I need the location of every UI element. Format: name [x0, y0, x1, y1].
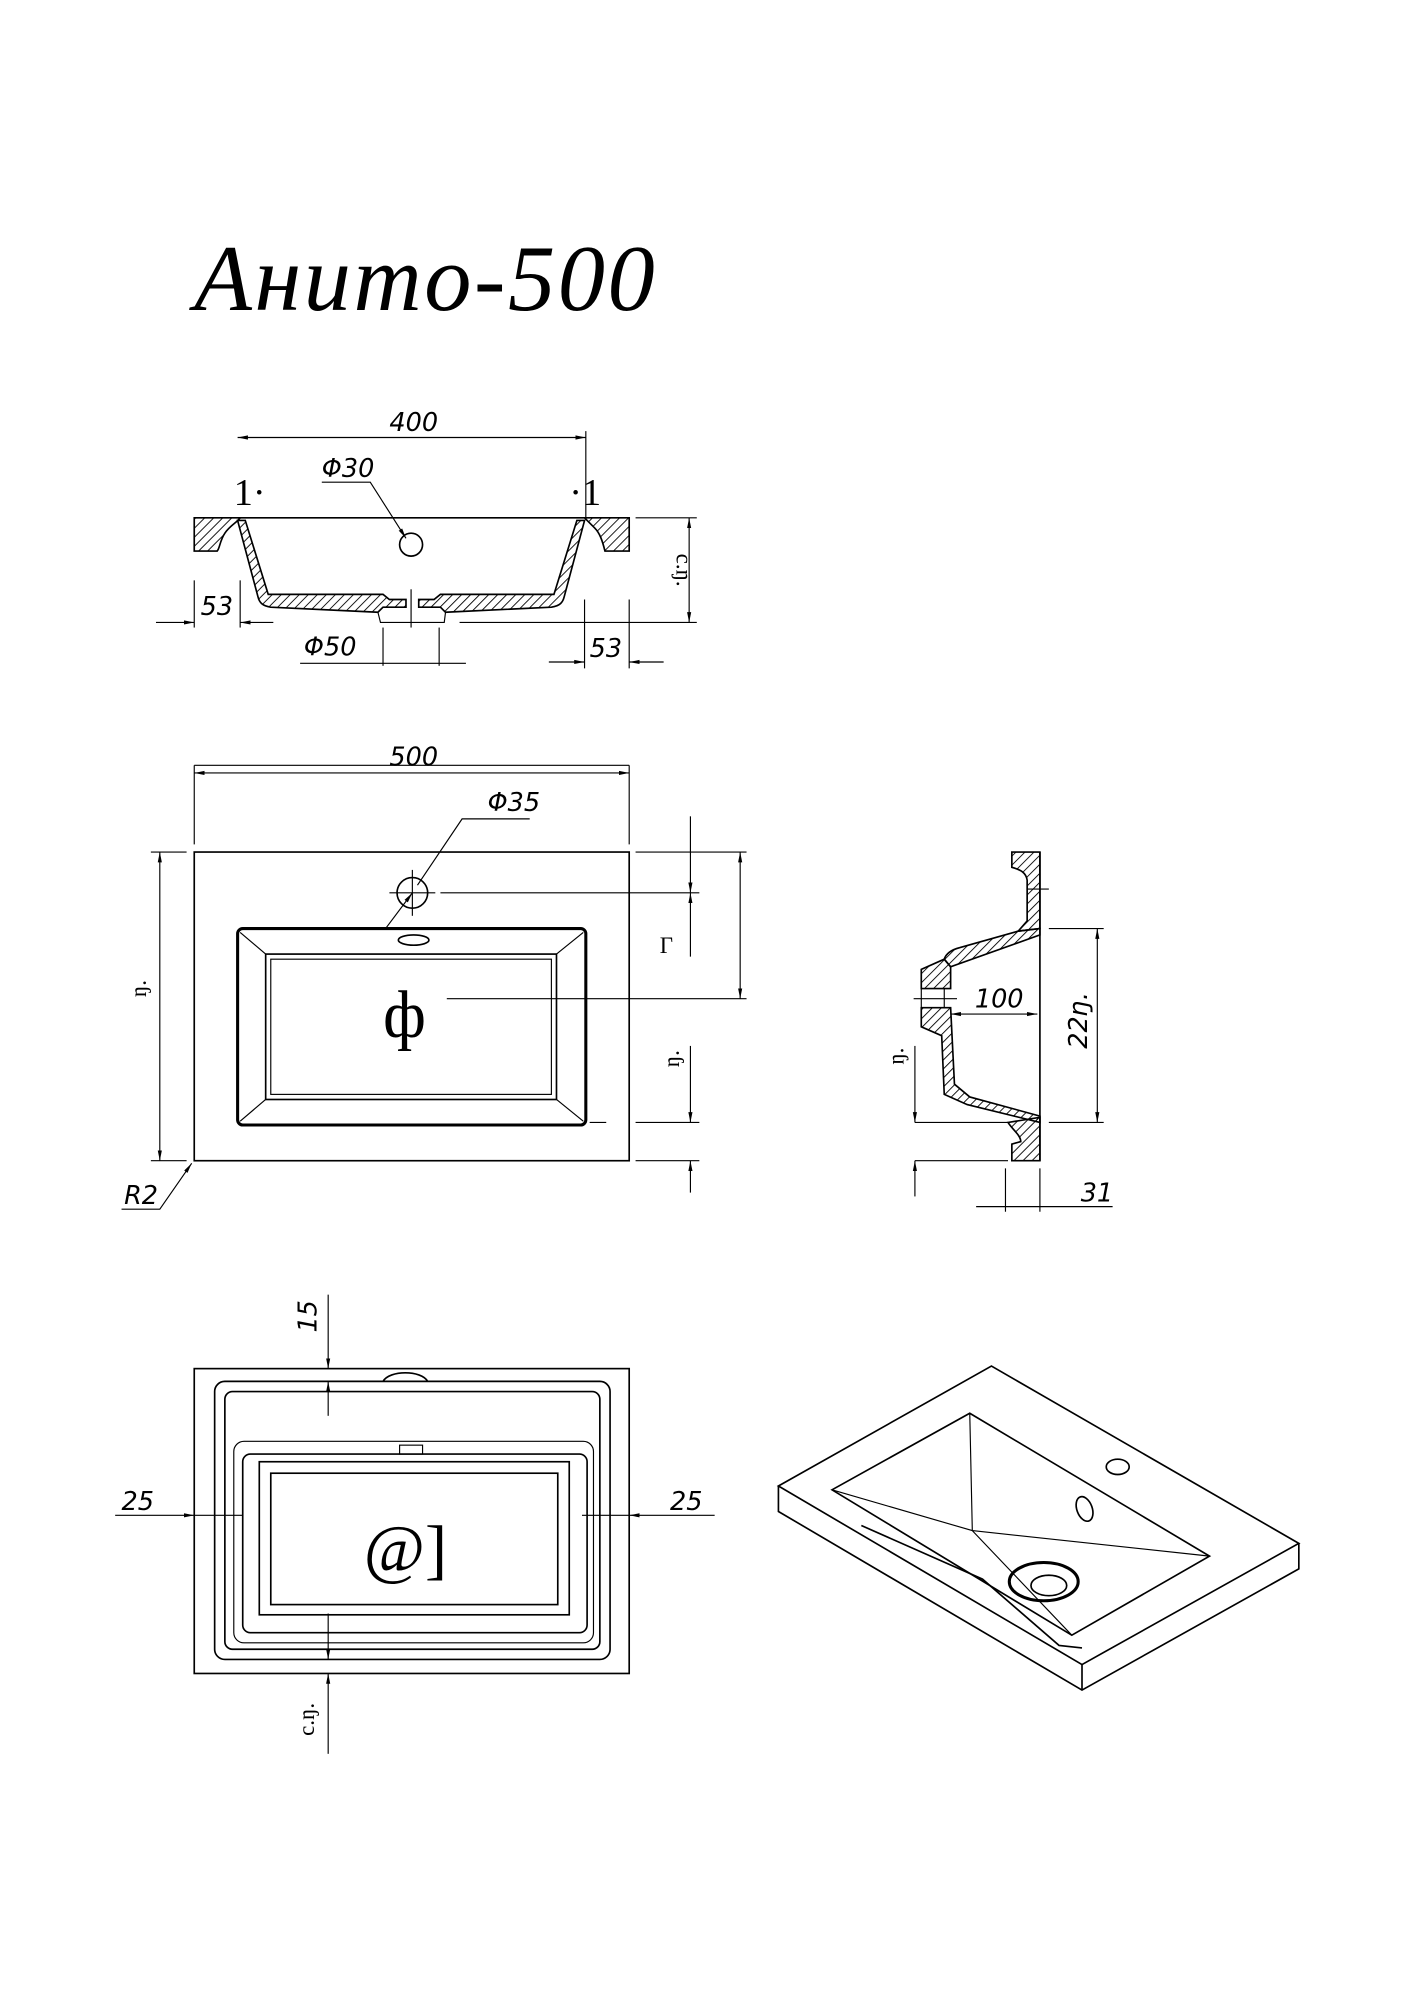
- bottom-top-label: 15: [294, 1300, 324, 1332]
- width-400-label: 400: [389, 408, 438, 438]
- overflow-diameter-label: Φ30: [322, 454, 375, 484]
- section-mark-left: 1·: [234, 472, 266, 514]
- section-height-label: c.ŋ.: [671, 554, 696, 587]
- section-mark-right: ·1: [569, 472, 601, 514]
- drawing-title: Анито-500: [188, 227, 657, 331]
- plan-front-label: ŋ.: [659, 1050, 684, 1067]
- side-depth-label: 100: [975, 985, 1024, 1015]
- corner-radius-label: R2: [124, 1181, 158, 1211]
- rim-left-label: 53: [201, 592, 233, 622]
- section-view: 400 1· ·1 Φ30 c.ŋ. 53 53 Φ50: [155, 408, 697, 669]
- bottom-bottom-label: c.ŋ.: [294, 1703, 319, 1736]
- bottom-right-label: 25: [670, 1487, 702, 1517]
- thickness-label: 31: [1081, 1179, 1113, 1209]
- plan-center-mark: ф: [383, 979, 426, 1052]
- isometric-view: [776, 1365, 1301, 1692]
- plan-view: 500 Φ35 ŋ. Г ф ŋ. R2: [121, 742, 747, 1211]
- side-bottom-label: ŋ.: [883, 1048, 908, 1065]
- side-height-label: 22ŋ.: [1064, 992, 1094, 1049]
- rim-right-label: 53: [590, 634, 622, 664]
- plan-depth-label: ŋ.: [126, 980, 151, 997]
- bottom-center-mark: @]: [364, 1513, 447, 1586]
- bottom-view: 15 25 25 c.ŋ. @]: [115, 1294, 715, 1754]
- side-view: 100 22ŋ. ŋ. 31: [883, 851, 1113, 1212]
- tap-offset-label: Г: [660, 933, 673, 958]
- width-500-label: 500: [389, 742, 438, 772]
- tap-hole-diameter-label: Φ35: [488, 788, 541, 818]
- drain-diameter-label: Φ50: [304, 633, 357, 663]
- bottom-left-label: 25: [122, 1487, 154, 1517]
